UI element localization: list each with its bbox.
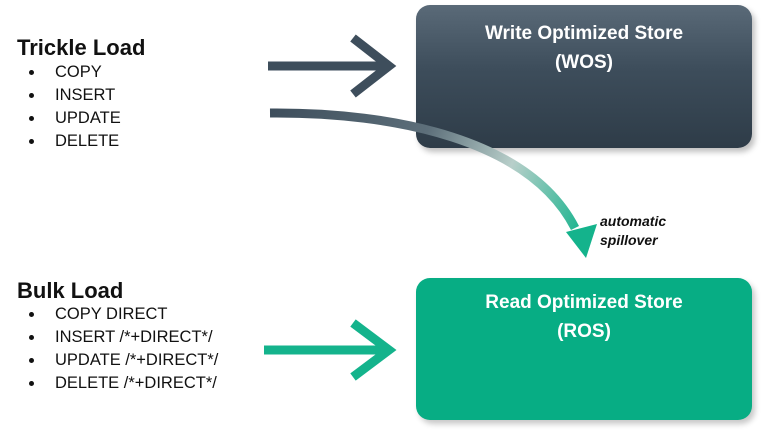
list-item: DELETE <box>17 130 121 153</box>
spillover-arrow <box>269 108 597 258</box>
spillover-label: automatic spillover <box>600 212 666 250</box>
spillover-label-line2: spillover <box>600 232 658 248</box>
spillover-label-line1: automatic <box>600 213 667 229</box>
bulk-load-title: Bulk Load <box>17 278 124 303</box>
read-optimized-store-box: Read Optimized Store (ROS) <box>416 278 752 420</box>
list-item: COPY <box>17 61 121 84</box>
list-item: DELETE /*+DIRECT*/ <box>17 372 218 395</box>
bulk-load-list: COPY DIRECT INSERT /*+DIRECT*/ UPDATE /*… <box>17 303 218 395</box>
list-item: UPDATE <box>17 107 121 130</box>
ros-title: Read Optimized Store <box>485 292 683 313</box>
trickle-load-title: Trickle Load <box>17 35 146 60</box>
ros-abbrev: (ROS) <box>557 321 611 342</box>
write-optimized-store-box: Write Optimized Store (WOS) <box>416 5 752 148</box>
wos-abbrev: (WOS) <box>554 52 614 73</box>
trickle-load-list: COPY INSERT UPDATE DELETE <box>17 61 121 153</box>
trickle-load-arrow <box>268 34 397 98</box>
list-item: COPY DIRECT <box>17 303 218 326</box>
list-item: INSERT <box>17 84 121 107</box>
list-item: UPDATE /*+DIRECT*/ <box>17 349 218 372</box>
list-item: INSERT /*+DIRECT*/ <box>17 326 218 349</box>
wos-title: Write Optimized Store <box>484 23 684 44</box>
bulk-load-arrow <box>264 319 397 381</box>
